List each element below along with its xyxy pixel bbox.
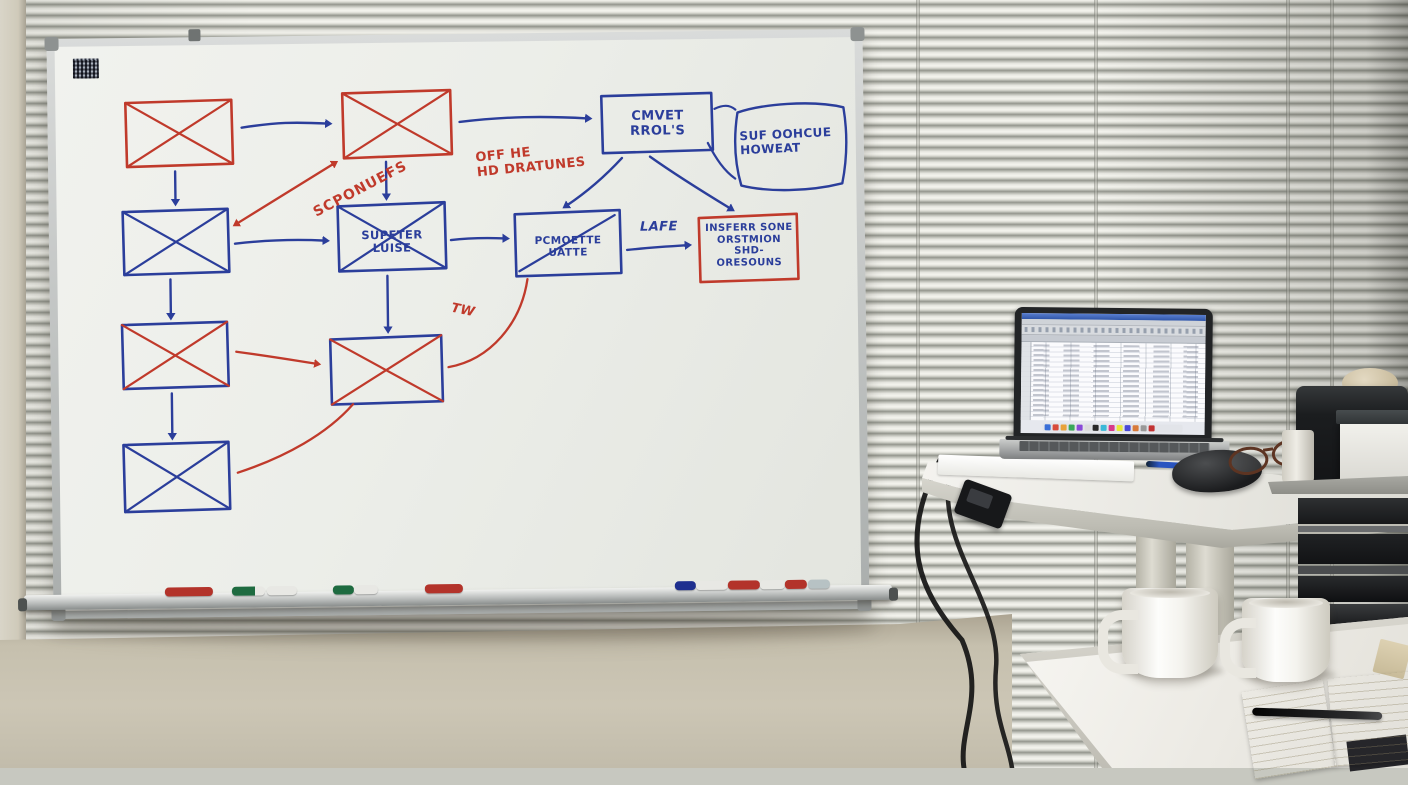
dock-icon (1092, 424, 1099, 431)
coffee-mug (1098, 588, 1218, 678)
blind-cord (1286, 0, 1290, 768)
dock-icon (1140, 425, 1147, 432)
blind-cord (916, 0, 920, 768)
dock-icon (1052, 424, 1059, 431)
laptop-keys (1019, 441, 1210, 453)
desk-mat (1268, 476, 1408, 494)
whiteboard: CMVET RROL'S SUF OOHCUE HOWEAT SUPETER L… (44, 27, 872, 621)
stack-item (1298, 498, 1408, 524)
laptop-screen (1013, 306, 1213, 444)
white-cup (1282, 430, 1314, 484)
dock-icon (1100, 424, 1107, 431)
dock-icon (1108, 424, 1115, 431)
dock-icon (1060, 424, 1067, 431)
dock-icon (1148, 425, 1155, 432)
spreadsheet-cells (1032, 344, 1199, 418)
blind-cord (1330, 0, 1334, 768)
dock-icon (1084, 424, 1091, 431)
laptop (999, 306, 1230, 477)
flowchart-drawing (120, 88, 848, 514)
white-box (1336, 410, 1408, 484)
dock-icon (1132, 425, 1139, 432)
spreadsheet-app (1020, 313, 1206, 435)
dock-icon (1044, 424, 1051, 431)
mug-handle (1098, 610, 1138, 674)
stack-item (1298, 526, 1408, 532)
stack-item (1298, 566, 1408, 574)
mug-rim (1249, 598, 1323, 608)
stack-item (1298, 576, 1408, 602)
dock-icon (1068, 424, 1075, 431)
whiteboard-surface: CMVET RROL'S SUF OOHCUE HOWEAT SUPETER L… (54, 37, 862, 611)
stack-item (1298, 534, 1408, 564)
mug-rim (1129, 588, 1211, 598)
coffee-mug (1220, 598, 1330, 682)
dock-icon (1116, 425, 1123, 432)
row-headers (1020, 342, 1032, 421)
cables (914, 457, 1015, 768)
notebook-page-left (1241, 679, 1337, 780)
mug-handle (1220, 618, 1256, 678)
dock-icon (1124, 425, 1131, 432)
wall-lower (0, 614, 1012, 768)
dock-icon (1076, 424, 1083, 431)
dock (1042, 423, 1183, 433)
